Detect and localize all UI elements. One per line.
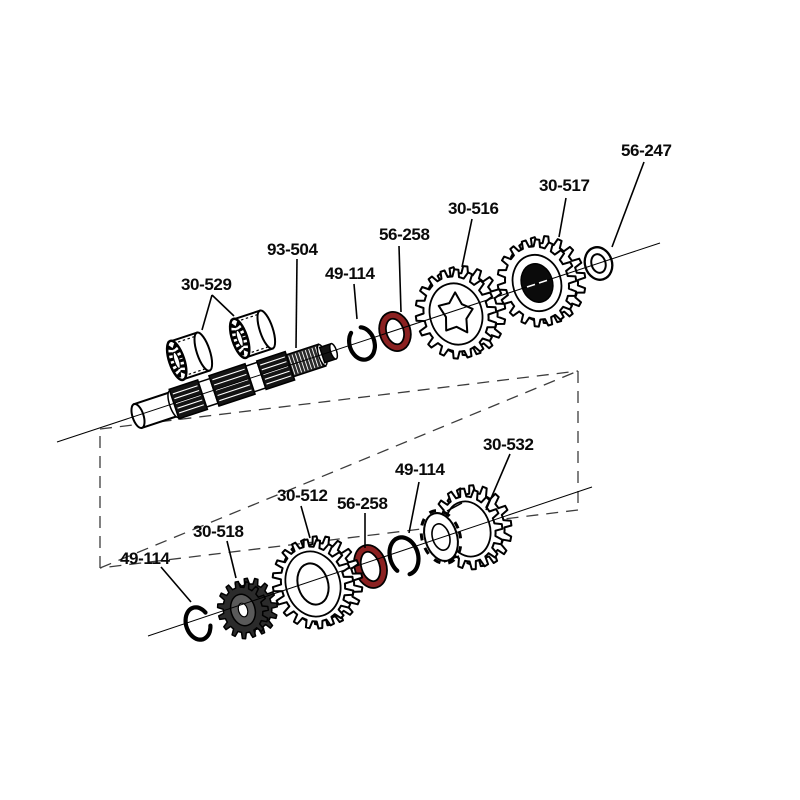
snap-ring-49-114-upper <box>346 325 377 362</box>
part-label-56-247: 56-247 <box>621 141 672 160</box>
part-label-56-258-upper: 56-258 <box>379 225 430 244</box>
seal-ring-56-258-lower <box>353 544 388 589</box>
snap-ring-49-114-lower-right <box>387 535 421 577</box>
axis-centerlines <box>56 242 661 637</box>
needle-bearing-30-529 <box>228 309 277 360</box>
part-label-49-114-upper: 49-114 <box>325 264 375 283</box>
part-label-56-258-lower: 56-258 <box>337 494 388 513</box>
part-label-30-516: 30-516 <box>448 199 499 218</box>
needle-bearing-30-529 <box>165 331 214 382</box>
gear-30-512 <box>271 535 364 630</box>
part-label-30-529: 30-529 <box>181 275 232 294</box>
gear-30-516 <box>414 265 507 360</box>
gear-30-532 <box>419 484 513 571</box>
part-label-30-532: 30-532 <box>483 435 534 454</box>
part-label-30-512: 30-512 <box>277 486 328 505</box>
part-label-30-517: 30-517 <box>539 176 590 195</box>
part-label-49-114-lower-left: 49-114 <box>120 549 170 568</box>
mainshaft-93-504 <box>130 342 339 430</box>
part-label-49-114-lower-right: 49-114 <box>395 460 445 479</box>
snap-ring-49-114-lower-left <box>183 605 213 642</box>
gear-30-517 <box>496 235 587 328</box>
gear-30-518 <box>216 577 279 640</box>
part-label-30-518: 30-518 <box>193 522 244 541</box>
seal-ring-56-258-upper <box>378 311 412 352</box>
leader-lines <box>160 161 645 603</box>
part-label-93-504: 93-504 <box>267 240 318 259</box>
